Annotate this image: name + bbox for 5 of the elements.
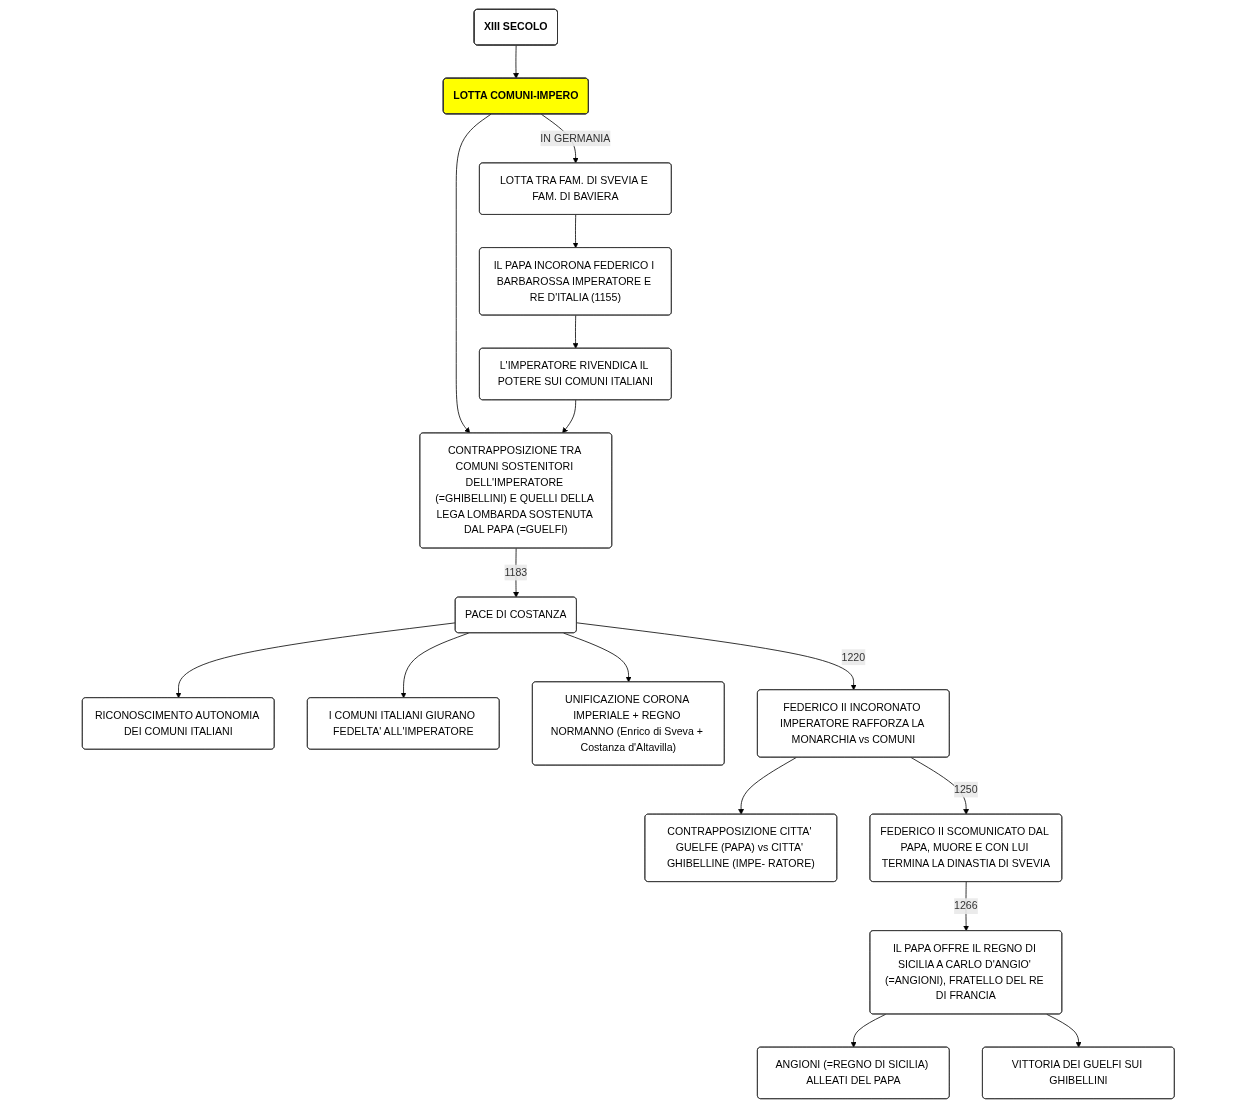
edge-label: 1250 [953, 783, 978, 795]
edge-label: 1183 [504, 566, 527, 578]
edge-label: 1220 [841, 651, 865, 663]
edge-label: IN GERMANIA [540, 132, 611, 144]
edge-label: 1266 [953, 900, 978, 912]
